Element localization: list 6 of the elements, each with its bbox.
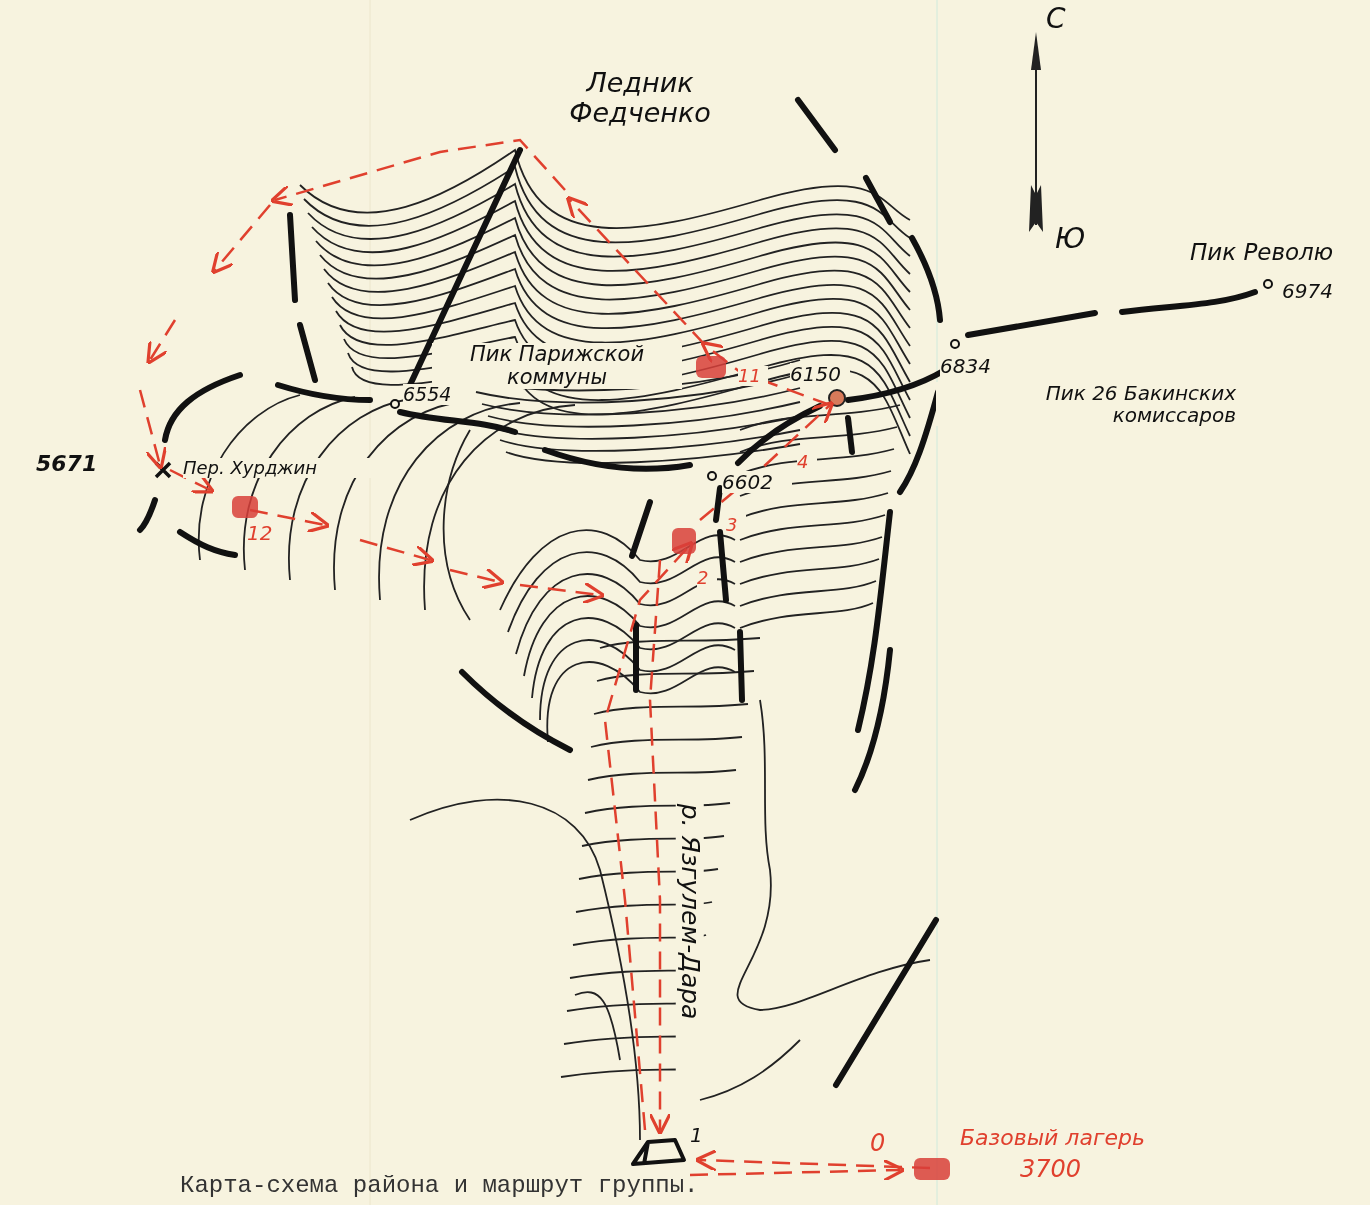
map-label: Пик 26 Бакинских комиссаров — [936, 382, 1236, 426]
map-label: 6602 — [722, 471, 792, 493]
camp-number: 11 — [738, 366, 768, 386]
map-label: Пер. Хурджин — [183, 458, 373, 478]
caption: Карта-схема района и маршрут группы. — [180, 1172, 699, 1199]
camp-number: 2 — [697, 568, 717, 588]
